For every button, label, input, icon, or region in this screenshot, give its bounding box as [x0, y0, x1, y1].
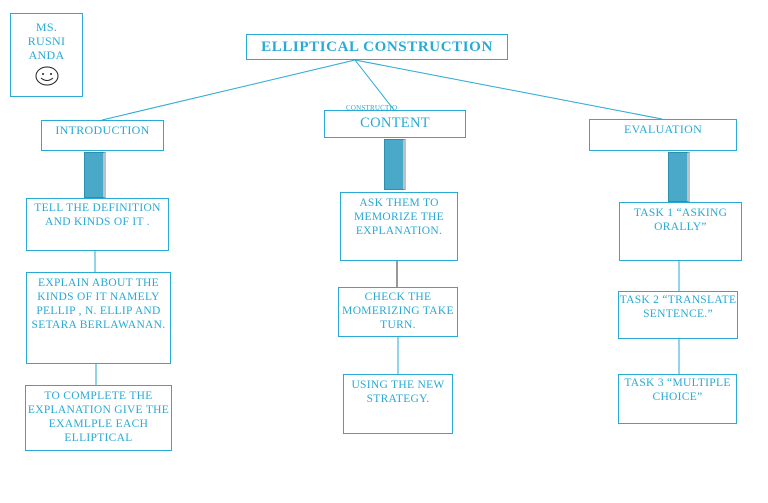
- connector-bar-content: [384, 139, 406, 190]
- author-box: MS. RUSNI ANDA: [10, 13, 83, 97]
- connector-bar-evaluation: [668, 152, 690, 202]
- author-line-3: ANDA: [28, 48, 65, 62]
- evaluation-step-3: TASK 3 “MULTIPLE CHOICE”: [618, 374, 737, 424]
- connector-title-evaluation: [354, 59, 663, 120]
- content-step-1: ASK THEM TO MEMORIZE THE EXPLANATION.: [340, 192, 458, 261]
- connector-bar-introduction: [84, 152, 106, 198]
- smiley-face-icon: [35, 66, 58, 86]
- intro-step-3: TO COMPLETE THE EXPLANATION GIVE THE EXA…: [25, 385, 172, 451]
- connector-title-introduction: [101, 59, 356, 121]
- author-line-2: RUSNI: [27, 34, 66, 48]
- heading-evaluation: EVALUATION: [589, 119, 737, 151]
- content-step-3: USING THE NEW STRATEGY.: [343, 374, 453, 434]
- hidden-content-label: CONSTRUCTIO: [346, 104, 398, 112]
- connector-title-content: [354, 59, 395, 111]
- intro-step-1: TELL THE DEFINITION AND KINDS OF IT .: [26, 198, 169, 251]
- evaluation-step-2: TASK 2 “TRANSLATE SENTENCE.”: [618, 291, 738, 339]
- heading-content: CONTENT: [324, 110, 466, 138]
- intro-step-2: EXPLAIN ABOUT THE KINDS OF IT NAMELY PEL…: [26, 272, 171, 364]
- heading-introduction: INTRODUCTION: [41, 120, 164, 151]
- diagram-title: ELLIPTICAL CONSTRUCTION: [246, 34, 508, 60]
- evaluation-step-1: TASK 1 “ASKING ORALLY”: [619, 202, 742, 261]
- author-line-1: MS.: [35, 20, 58, 34]
- content-step-2: CHECK THE MOMERIZING TAKE TURN.: [338, 287, 458, 337]
